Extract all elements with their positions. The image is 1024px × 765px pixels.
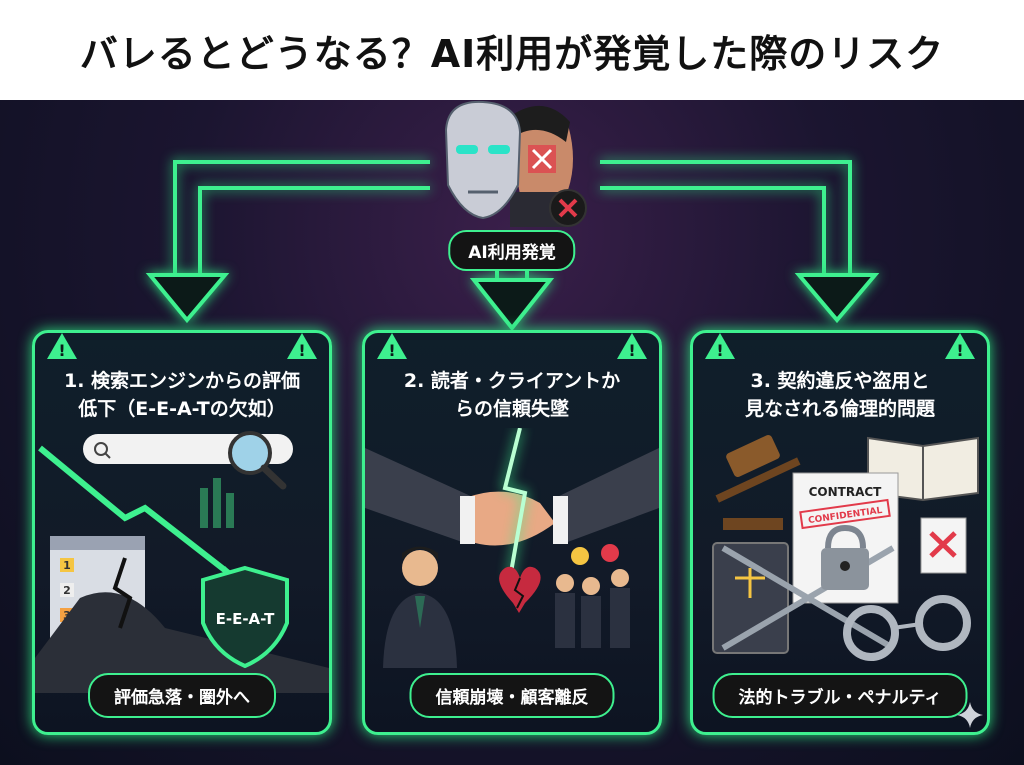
arrow-center xyxy=(469,278,555,332)
law-book-icon xyxy=(712,542,789,654)
svg-text:!: ! xyxy=(716,341,723,360)
crowd-figures xyxy=(555,544,630,648)
arrow-right xyxy=(794,273,880,324)
warning-icon: ! xyxy=(377,333,407,360)
arrow-left xyxy=(145,273,230,324)
search-ranking-illustration: 1 2 3 4 E-E-A-T xyxy=(35,431,329,693)
svg-text:!: ! xyxy=(628,341,635,360)
cross-icon xyxy=(528,145,587,227)
handcuffs-icon xyxy=(843,595,971,661)
panel-heading: 1. 検索エンジンからの評価 低下（E-E-A-Tの欠如） xyxy=(63,370,301,420)
diagram-canvas: AI利用発覚 ! ! 1. 検索エンジンからの評価 低下（E-E-A-Tの欠如）… xyxy=(0,100,1024,765)
panel-ethics: ! ! 3. 契約違反や盗用と 見なされる倫理的問題 CONTRACT CONF… xyxy=(690,330,990,735)
businessman-figure xyxy=(383,546,457,668)
title-bar: バレるとどうなる？AI利用が発覚した際のリスク xyxy=(0,0,1024,100)
warning-icon: ! xyxy=(705,333,735,360)
panel-search-engine: ! ! 1. 検索エンジンからの評価 低下（E-E-A-Tの欠如） 1 2 3 … xyxy=(32,330,332,735)
sparkle-icon xyxy=(957,702,983,728)
warning-icon: ! xyxy=(617,333,647,360)
svg-text:1: 1 xyxy=(63,559,71,572)
shield-icon: E-E-A-T xyxy=(201,565,289,669)
robot-face-icon xyxy=(444,100,522,220)
ai-human-illustration xyxy=(444,100,587,227)
svg-text:E-E-A-T: E-E-A-T xyxy=(216,610,276,628)
magnifier-icon xyxy=(228,431,287,490)
warning-icon: ! xyxy=(287,333,317,360)
legal-illustration: CONTRACT CONFIDENTIAL xyxy=(712,434,979,661)
padlock-icon xyxy=(821,524,869,590)
center-badge: AI利用発覚 xyxy=(448,230,576,271)
panel-heading: 3. 契約違反や盗用と 見なされる倫理的問題 xyxy=(744,370,935,420)
svg-text:2: 2 xyxy=(63,584,71,597)
page-title: バレるとどうなる？AI利用が発覚した際のリスク xyxy=(79,31,945,76)
svg-text:!: ! xyxy=(58,341,65,360)
warning-icon: ! xyxy=(47,333,77,360)
svg-text:!: ! xyxy=(298,341,305,360)
panel-footer: 評価急落・圏外へ xyxy=(88,673,276,718)
rejected-document-icon xyxy=(920,517,967,574)
handshake-illustration xyxy=(365,428,659,668)
broken-heart-icon xyxy=(499,566,541,613)
panel-trust-loss: ! ! 2. 読者・クライアントか らの信頼失墜 xyxy=(362,330,662,735)
svg-text:!: ! xyxy=(956,341,963,360)
warning-icon: ! xyxy=(945,333,975,360)
panel-footer: 法的トラブル・ペナルティ xyxy=(712,673,968,718)
gavel-icon xyxy=(715,434,801,530)
svg-text:!: ! xyxy=(388,341,395,360)
search-icon xyxy=(94,442,111,459)
panel-heading: 2. 読者・クライアントか らの信頼失墜 xyxy=(403,370,621,420)
lightning-icon xyxy=(502,428,528,579)
handshake-icon xyxy=(365,448,659,546)
svg-text:CONTRACT: CONTRACT xyxy=(809,485,883,499)
panel-footer: 信頼崩壊・顧客離反 xyxy=(409,673,615,718)
